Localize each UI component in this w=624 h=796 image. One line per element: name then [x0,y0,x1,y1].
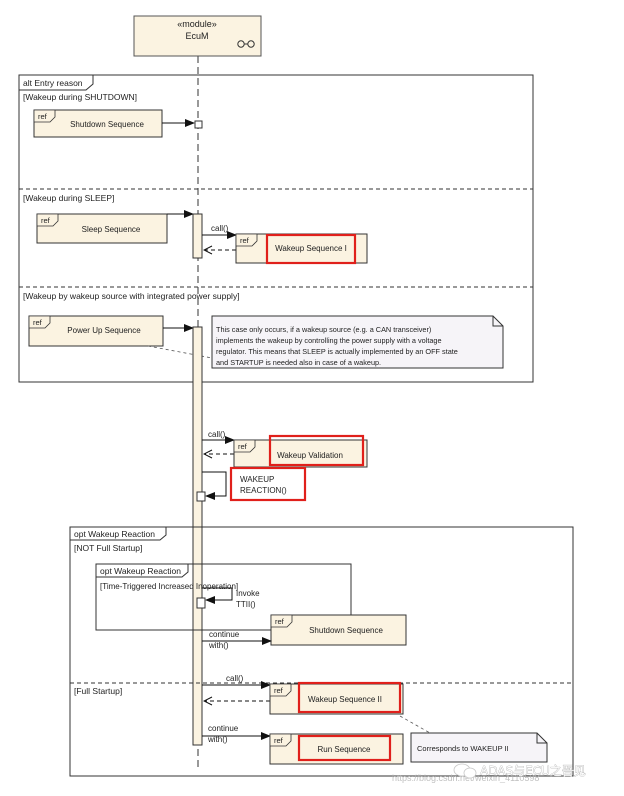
ref-name: Power Up Sequence [67,326,141,335]
opt-guard-not-full: [NOT Full Startup] [74,543,142,553]
activation-bar [192,213,203,259]
inner-opt-label: opt Wakeup Reaction [100,566,181,576]
note-line: regulator. This means that SLEEP is actu… [216,347,458,356]
ref-run-sequence[interactable]: ref Run Sequence [269,733,404,765]
highlight-box [265,233,357,265]
note-anchor-line [399,715,431,734]
message-label: with() [208,641,229,650]
ref-keyword: ref [38,112,48,121]
message-label: Invoke [236,589,260,598]
message-call: call() [226,674,244,683]
message-label: TTII() [236,600,256,609]
ref-name: Sleep Sequence [82,225,141,234]
ref-name: Run Sequence [318,745,371,754]
ref-wakeup-sequence-1[interactable]: ref Wakeup Sequence I [235,233,368,265]
ref-power-up-sequence[interactable]: ref Power Up Sequence [28,315,164,347]
alt-frame: alt Entry reason [Wakeup during SHUTDOWN… [18,74,534,383]
highlight-box [297,734,392,762]
ref-keyword: ref [240,236,250,245]
ref-keyword: ref [274,736,284,745]
wakeup-reaction-message: WAKEUP REACTION() [229,466,307,502]
ref-wakeup-validation[interactable]: ref Wakeup Validation [233,434,368,468]
inner-opt-guard: [Time-Triggered Increased Inoperation] [100,582,238,591]
ecum-module-box[interactable]: «module» EcuM [133,15,262,57]
component-icon [237,40,255,48]
alt-frame-label: alt Entry reason [23,78,83,88]
watermark: https://blog.csdn.net/weixin_4110598 ADA… [392,763,586,783]
opt-guard-full: [Full Startup] [74,686,122,696]
note-text: Corresponds to WAKEUP II [417,744,509,753]
activation-box [196,597,206,609]
note-line: This case only occurs, if a wakeup sourc… [216,325,431,334]
ref-name: Wakeup Sequence I [275,244,347,253]
note-line: and STARTUP is needed also in case of a … [216,358,381,367]
opt-frame: opt Wakeup Reaction [NOT Full Startup] [… [69,526,574,777]
module-name: EcuM [185,31,208,41]
watermark-url: https://blog.csdn.net/weixin_4110598 [392,773,539,783]
ref-name: Shutdown Sequence [309,626,383,635]
ref-keyword: ref [275,617,285,626]
message-label: with() [207,735,228,744]
highlight-box [229,466,307,502]
self-call-arrow [202,587,233,604]
module-stereotype: «module» [177,19,217,29]
ref-keyword: ref [274,686,284,695]
highlight-box [268,434,365,467]
ref-shutdown-sequence[interactable]: ref Shutdown Sequence [33,109,163,138]
inner-opt-frame: opt Wakeup Reaction [Time-Triggered Incr… [95,563,352,631]
ref-sleep-sequence[interactable]: ref Sleep Sequence [36,213,168,244]
alt-guard-sleep: [Wakeup during SLEEP] [23,193,114,203]
ref-name: Wakeup Validation [277,451,343,460]
message-label: WAKEUP [240,475,274,484]
message-label: continue [208,724,239,733]
ecum-activation-bar [192,326,203,746]
message-call: call() [208,430,226,439]
ref-wakeup-sequence-2[interactable]: ref Wakeup Sequence II [269,681,404,715]
ref-keyword: ref [33,318,43,327]
note-line: implements the wakeup by controlling the… [216,336,442,345]
watermark-brand: ADAS与ECU之吾见 [480,764,586,778]
note-corresponds: Corresponds to WAKEUP II [410,732,548,763]
opt-frame-label: opt Wakeup Reaction [74,529,155,539]
activation-box [194,120,203,129]
note-power-supply: This case only occurs, if a wakeup sourc… [211,315,504,369]
ref-name: Shutdown Sequence [70,120,144,129]
self-call-arrow [202,471,227,500]
alt-guard-shutdown: [Wakeup during SHUTDOWN] [23,92,137,102]
wechat-icon [453,763,477,779]
message-label: continue [209,630,240,639]
message-label: REACTION() [240,486,287,495]
alt-guard-power: [Wakeup by wakeup source with integrated… [23,291,240,301]
ref-name: Wakeup Sequence II [308,695,382,704]
ref-keyword: ref [238,442,248,451]
ref-keyword: ref [41,216,51,225]
message-call: call() [211,224,229,233]
highlight-box [297,681,402,714]
activation-box [196,491,206,502]
ref-shutdown-sequence-2[interactable]: ref Shutdown Sequence [270,614,407,646]
